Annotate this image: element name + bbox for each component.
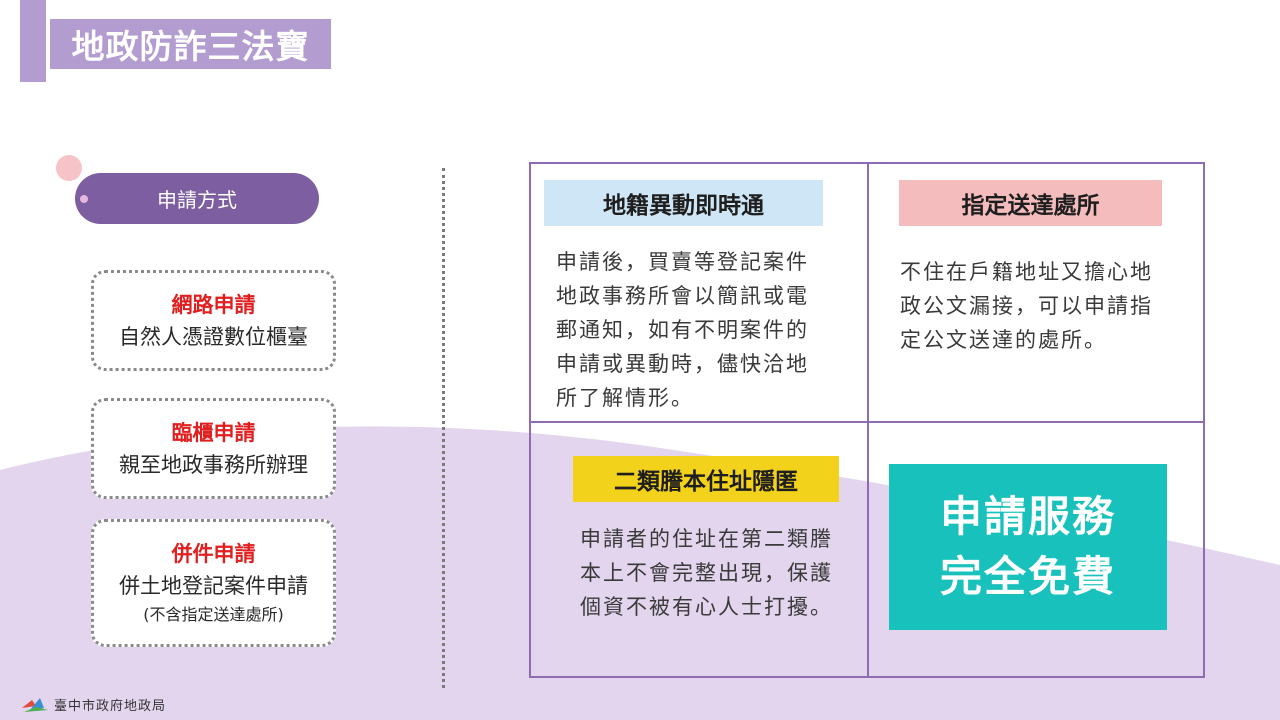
- pill-dot-icon: [80, 195, 88, 203]
- free-service-banner: 申請服務 完全免費: [889, 464, 1167, 630]
- desc-line: 個資不被有心人士打擾。: [580, 595, 833, 619]
- free-service-line: 申請服務: [939, 492, 1116, 541]
- feature-desc-address-hiding: 申請者的住址在第二類謄 本上不會完整出現，保護 個資不被有心人士打擾。: [580, 522, 852, 624]
- desc-line: 郵通知，如有不明案件的: [556, 318, 809, 342]
- method-card-combined: 併件申請 併土地登記案件申請 (不含指定送達處所): [91, 519, 336, 647]
- desc-line: 所了解情形。: [556, 386, 694, 410]
- bird-logo-icon: [22, 698, 48, 712]
- feature-label-designated-address: 指定送達處所: [899, 180, 1162, 226]
- method-card-title: 併件申請: [171, 542, 256, 566]
- decorative-dot: [56, 155, 82, 181]
- free-service-line: 完全免費: [939, 552, 1116, 601]
- method-card-note: (不含指定送達處所): [143, 605, 284, 624]
- grid-horizontal-line: [531, 421, 1203, 423]
- desc-line: 申請者的住址在第二類謄: [580, 527, 833, 551]
- method-card-title: 網路申請: [171, 292, 256, 317]
- method-card-desc: 併土地登記案件申請: [119, 574, 308, 598]
- desc-line: 本上不會完整出現，保護: [580, 561, 833, 585]
- desc-line: 不住在戶籍地址又擔心地: [900, 260, 1153, 284]
- method-card-desc: 自然人憑證數位櫃臺: [119, 324, 308, 349]
- title-accent-bar: [20, 0, 46, 82]
- desc-line: 政公文漏接，可以申請指: [900, 294, 1153, 318]
- method-heading: 申請方式: [157, 188, 237, 212]
- desc-line: 定公文送達的處所。: [900, 328, 1107, 352]
- desc-line: 申請或異動時，儘快洽地: [556, 352, 809, 376]
- method-card-online: 網路申請 自然人憑證數位櫃臺: [91, 270, 336, 371]
- title-banner: 地政防詐三法寶: [50, 19, 331, 69]
- feature-label-instant-notice: 地籍異動即時通: [544, 180, 823, 226]
- feature-desc-designated-address: 不住在戶籍地址又擔心地 政公文漏接，可以申請指 定公文送達的處所。: [900, 255, 1172, 357]
- desc-line: 地政事務所會以簡訊或電: [556, 284, 809, 308]
- method-card-counter: 臨櫃申請 親至地政事務所辦理: [91, 398, 336, 499]
- dotted-divider: [442, 168, 445, 688]
- footer-logo: 臺中市政府地政局: [20, 694, 166, 714]
- page-title: 地政防詐三法寶: [71, 27, 310, 66]
- method-card-title: 臨櫃申請: [171, 420, 256, 445]
- desc-line: 申請後，買賣等登記案件: [556, 250, 809, 274]
- method-heading-pill: 申請方式: [75, 173, 319, 224]
- grid-vertical-line: [867, 164, 869, 676]
- feature-label-address-hiding: 二類謄本住址隱匿: [573, 456, 839, 502]
- org-name: 臺中市政府地政局: [54, 698, 167, 714]
- method-card-desc: 親至地政事務所辦理: [119, 452, 308, 477]
- feature-desc-instant-notice: 申請後，買賣等登記案件 地政事務所會以簡訊或電 郵通知，如有不明案件的 申請或異…: [556, 245, 828, 415]
